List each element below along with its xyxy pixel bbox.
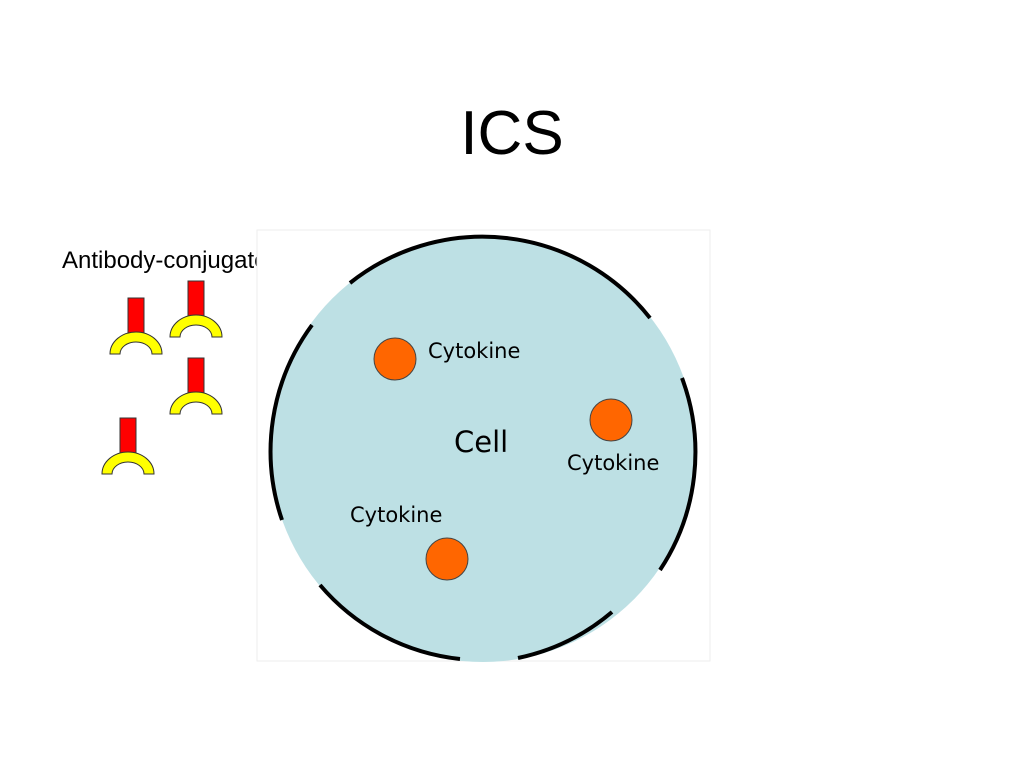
- antibody-dye-2: [169, 280, 223, 338]
- antibody-base: [169, 314, 223, 338]
- membrane-arc-left: [268, 323, 314, 521]
- antibody-dye-1: [109, 297, 163, 355]
- antibody-stem: [187, 357, 205, 394]
- antibody-stem: [127, 297, 145, 335]
- cell-membrane: [268, 234, 698, 661]
- antibody-dye-3: [169, 357, 223, 415]
- cytokine-label-3: Cytokine: [350, 503, 442, 527]
- membrane-arc-bottom-right: [517, 610, 614, 660]
- cytokine-dot-3: [425, 537, 469, 581]
- cell-label: Cell: [454, 425, 508, 459]
- cytokine-dot-1: [373, 337, 417, 381]
- antibody-base: [169, 391, 223, 415]
- membrane-arc-top: [348, 234, 652, 320]
- cytokine-label-2: Cytokine: [567, 451, 659, 475]
- cytokine-label-1: Cytokine: [428, 339, 520, 363]
- antibody-stem: [119, 417, 137, 454]
- membrane-arc-right: [658, 377, 698, 572]
- antibody-base: [109, 331, 163, 355]
- antibody-dye-4: [101, 417, 155, 475]
- membrane-arc-bottom-left: [318, 583, 461, 661]
- cell-body: [270, 236, 696, 662]
- antibody-stem: [187, 280, 205, 317]
- antibody-base: [101, 451, 155, 475]
- slide-title: ICS: [460, 99, 564, 168]
- cytokine-dot-2: [589, 398, 633, 442]
